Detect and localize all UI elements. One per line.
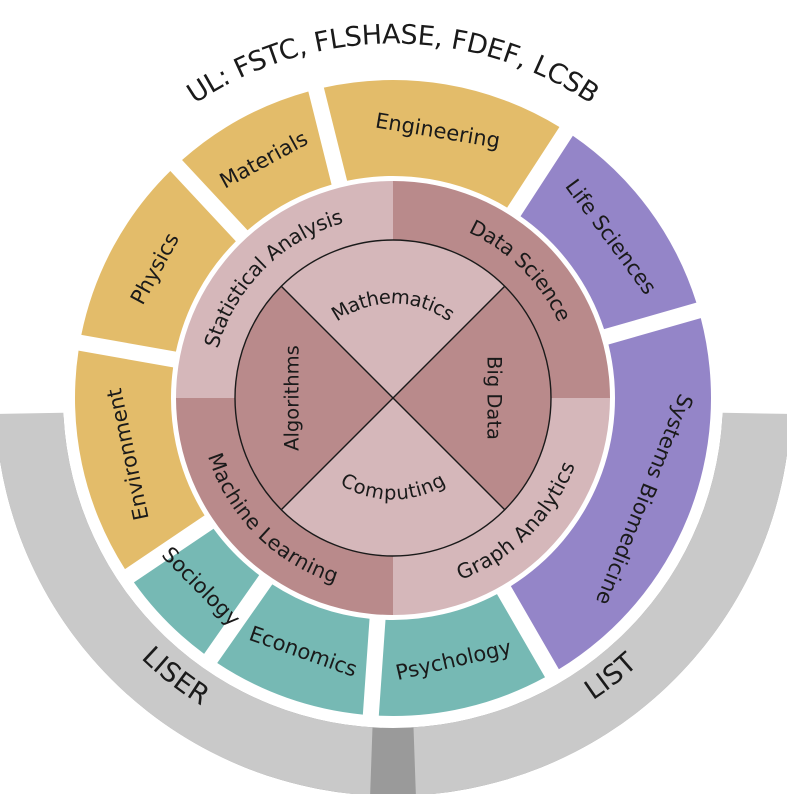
method-machine-learning-segment: [176, 398, 393, 615]
discipline-systems-biomedicine-segment: [510, 318, 711, 670]
method-data-science-segment: [393, 181, 610, 398]
core-mathematics-segment: [281, 240, 505, 398]
discipline-environment-segment: [74, 350, 205, 570]
core-big-data-segment: [393, 286, 551, 510]
discipline-materials-segment: [182, 91, 332, 231]
core-divider-line: [280, 285, 506, 511]
core-algorithms-segment: [235, 286, 393, 510]
core-big-data-label: Big Data: [483, 356, 506, 440]
core-computing-segment: [281, 398, 505, 556]
discipline-sociology-segment: [133, 528, 260, 654]
discipline-economics-segment: [217, 584, 370, 715]
discipline-physics-segment: [81, 170, 236, 352]
core-algorithms-label: Algorithms: [281, 345, 304, 451]
method-statistical-analysis-segment: [176, 181, 393, 398]
discipline-engineering-segment: [323, 80, 560, 208]
core-outline: [234, 239, 552, 557]
discipline-psychology-segment: [378, 594, 546, 716]
ring-segment-liser: [0, 412, 373, 794]
discipline-life-sciences-segment: [520, 135, 697, 330]
ring-segment-list: [413, 412, 787, 794]
method-graph-analytics-segment: [393, 398, 610, 615]
